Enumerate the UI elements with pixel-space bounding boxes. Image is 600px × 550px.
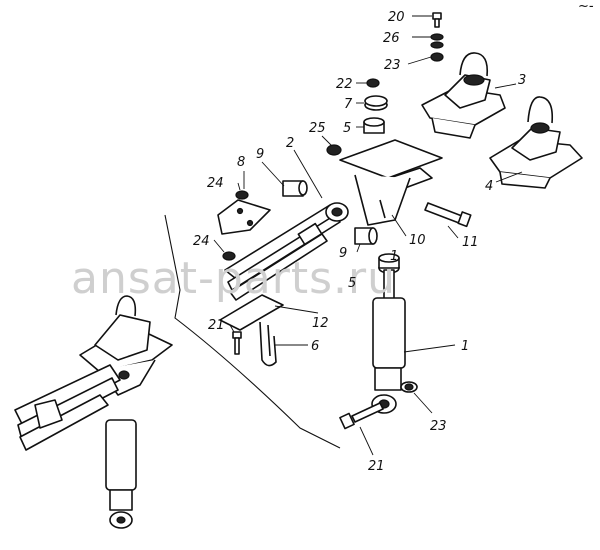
bracket-4 — [489, 96, 583, 189]
plate-8 — [217, 199, 271, 235]
bushing-9-upper — [282, 180, 308, 197]
callout-25: 25 — [309, 121, 326, 136]
callout-22: 22 — [336, 77, 353, 92]
callout-5-lower: 5 — [348, 276, 356, 291]
callout-5-top: 5 — [343, 121, 351, 136]
callout-1: 1 — [461, 339, 469, 354]
bushing-9-lower — [354, 227, 378, 245]
leader-lines — [213, 15, 523, 456]
assembled-suspension-view — [14, 295, 173, 529]
callout-20: 20 — [388, 10, 405, 25]
boundary-line — [164, 214, 341, 449]
nut-24-lower — [222, 251, 236, 261]
pad-12 — [219, 294, 284, 331]
callout-26: 26 — [383, 31, 400, 46]
callout-4: 4 — [485, 179, 493, 194]
callout-10: 10 — [409, 233, 426, 248]
callout-24-lower: 24 — [193, 234, 210, 249]
callout-2: 2 — [286, 136, 294, 151]
bolt-11 — [424, 202, 472, 228]
callout-7: 7 — [344, 97, 353, 112]
nut-24-upper — [235, 190, 249, 200]
leaf-spring-2 — [224, 202, 349, 301]
callout-23-top: 23 — [384, 58, 401, 73]
bushing-5-top — [363, 117, 385, 134]
bracket-10 — [339, 139, 443, 226]
nut-23-lower — [400, 381, 418, 393]
nut-25 — [326, 144, 342, 156]
nut-22 — [366, 78, 380, 88]
callout-12: 12 — [312, 316, 329, 331]
callout-21-lower: 21 — [368, 459, 385, 474]
nut-23-top — [430, 52, 444, 62]
callout-23-lower: 23 — [430, 419, 447, 434]
watermark-text: ansat-parts.ru — [71, 253, 396, 304]
callout-3: 3 — [518, 73, 526, 88]
callout-1-top: 1 — [390, 249, 398, 264]
callout-11: 11 — [462, 235, 479, 250]
callout-21-upper: 21 — [208, 318, 225, 333]
bushing-7 — [364, 95, 388, 111]
corner-mark: ~- — [578, 0, 594, 14]
bolt-20 — [432, 12, 442, 28]
callout-labels: 20 26 23 22 3 7 25 5 2 9 8 4 24 10 11 24… — [193, 10, 526, 474]
bolt-21-upper — [232, 331, 242, 355]
callout-9-lower: 9 — [339, 246, 347, 261]
callout-8: 8 — [237, 155, 245, 170]
bolt-21-lower — [339, 402, 384, 430]
callout-6: 6 — [311, 339, 319, 354]
washers-26 — [430, 33, 444, 49]
u-bolt-6 — [259, 321, 277, 367]
callout-24-upper: 24 — [207, 176, 224, 191]
bracket-3 — [421, 52, 506, 139]
callout-9-upper: 9 — [256, 147, 264, 162]
